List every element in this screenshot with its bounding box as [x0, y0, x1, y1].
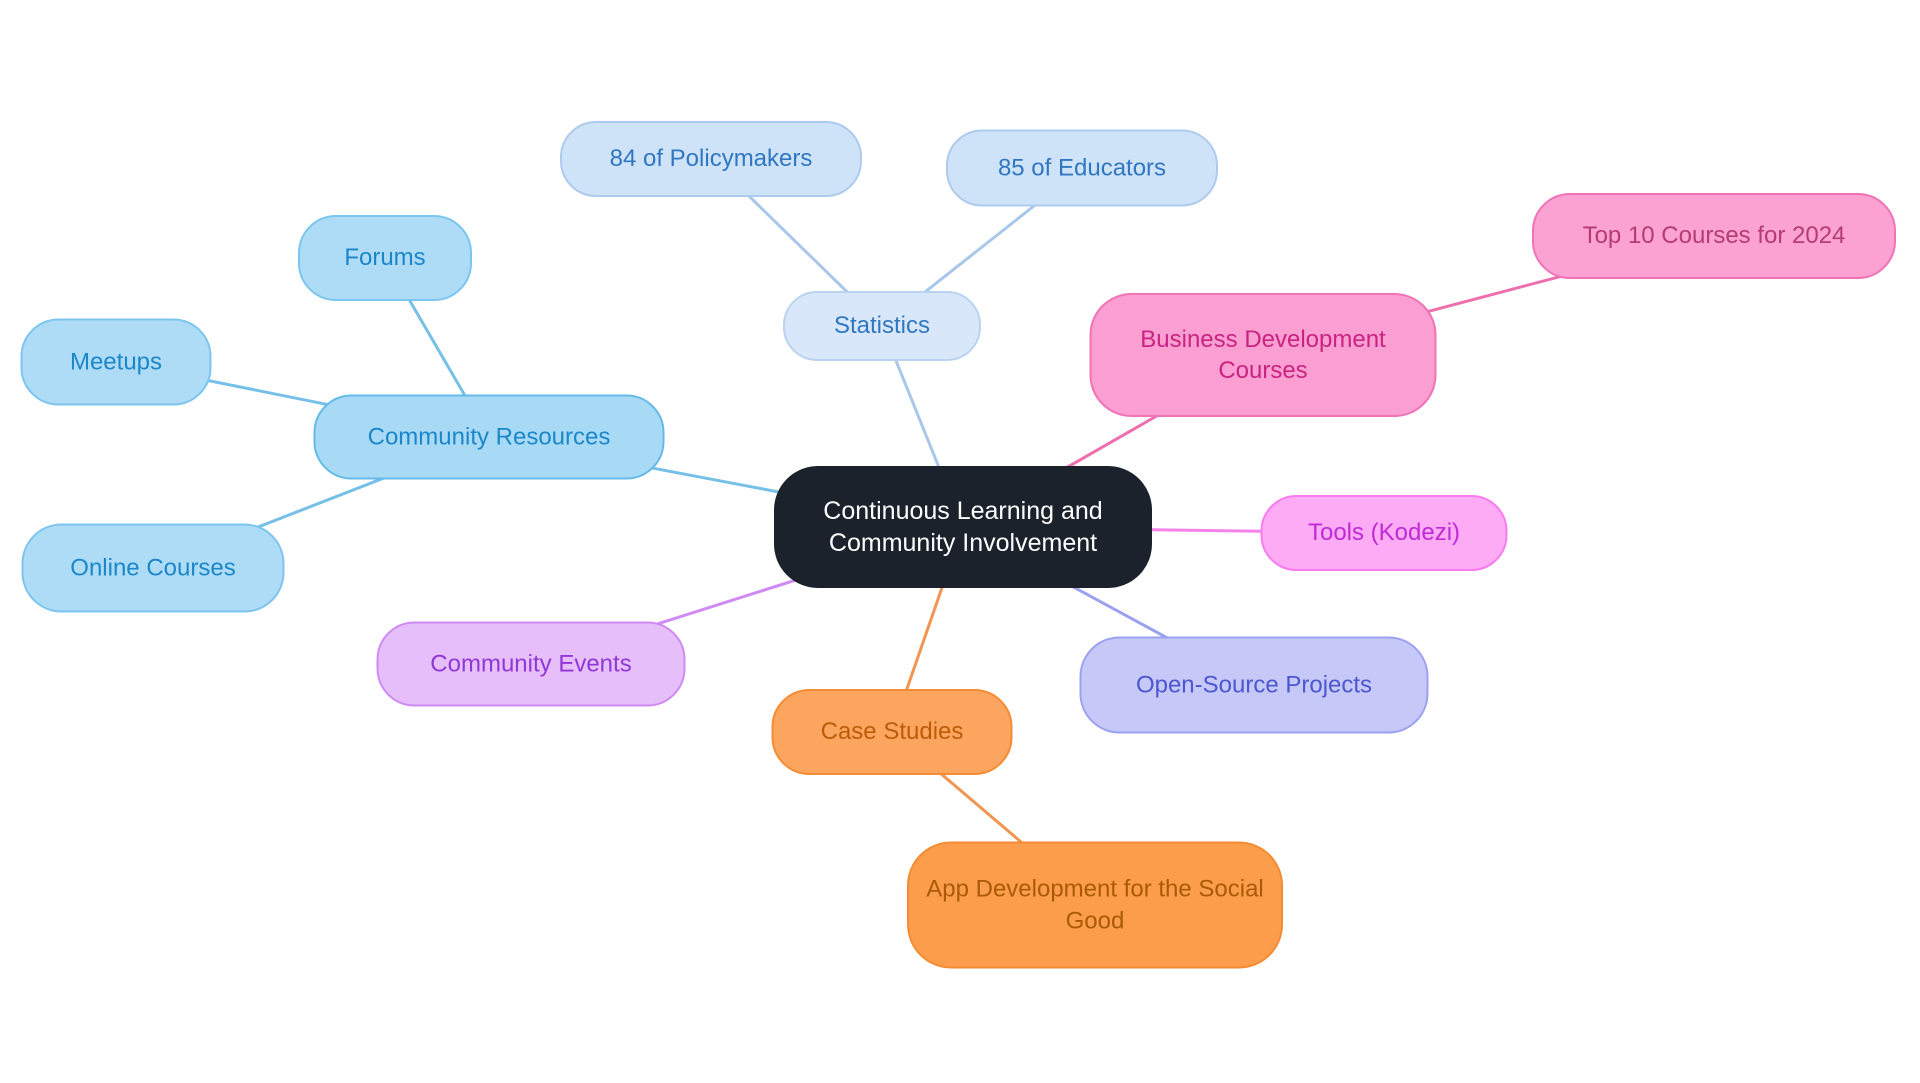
node-case-studies[interactable]: Case Studies [771, 689, 1013, 775]
node-business-development-courses[interactable]: Business Development Courses [1089, 293, 1437, 417]
node-label: Forums [344, 244, 426, 272]
node-community-resources[interactable]: Community Resources [313, 394, 665, 480]
node-label: Meetups [69, 348, 163, 376]
node-label: Open-Source Projects [1135, 671, 1373, 699]
node-educators[interactable]: 85 of Educators [946, 129, 1218, 207]
node-label: Case Studies [820, 718, 964, 746]
node-meetups[interactable]: Meetups [20, 318, 212, 406]
node-label: Business Development Courses [1140, 325, 1386, 384]
node-label: Statistics [833, 312, 931, 340]
node-label: Community Events [430, 650, 632, 678]
node-forums[interactable]: Forums [298, 215, 472, 301]
node-policymakers[interactable]: 84 of Policymakers [560, 121, 862, 197]
node-label: Top 10 Courses for 2024 [1582, 222, 1846, 250]
node-community-events[interactable]: Community Events [376, 621, 686, 707]
node-label: App Development for the Social Good [926, 875, 1264, 934]
node-label: Continuous Learning and Community Involv… [823, 496, 1103, 558]
node-statistics[interactable]: Statistics [783, 291, 981, 361]
node-label: 84 of Policymakers [609, 145, 813, 173]
node-online-courses[interactable]: Online Courses [21, 523, 285, 613]
node-label: Online Courses [70, 554, 236, 582]
node-open-source-projects[interactable]: Open-Source Projects [1079, 636, 1429, 734]
node-app-development-social-good[interactable]: App Development for the Social Good [907, 841, 1283, 969]
node-label: 85 of Educators [997, 154, 1167, 182]
node-label: Tools (Kodezi) [1307, 519, 1461, 547]
node-tools-kodezi[interactable]: Tools (Kodezi) [1260, 495, 1508, 571]
node-label: Community Resources [367, 423, 611, 451]
node-top-10-courses-2024[interactable]: Top 10 Courses for 2024 [1532, 193, 1896, 279]
node-center-continuous-learning[interactable]: Continuous Learning and Community Involv… [774, 466, 1152, 588]
